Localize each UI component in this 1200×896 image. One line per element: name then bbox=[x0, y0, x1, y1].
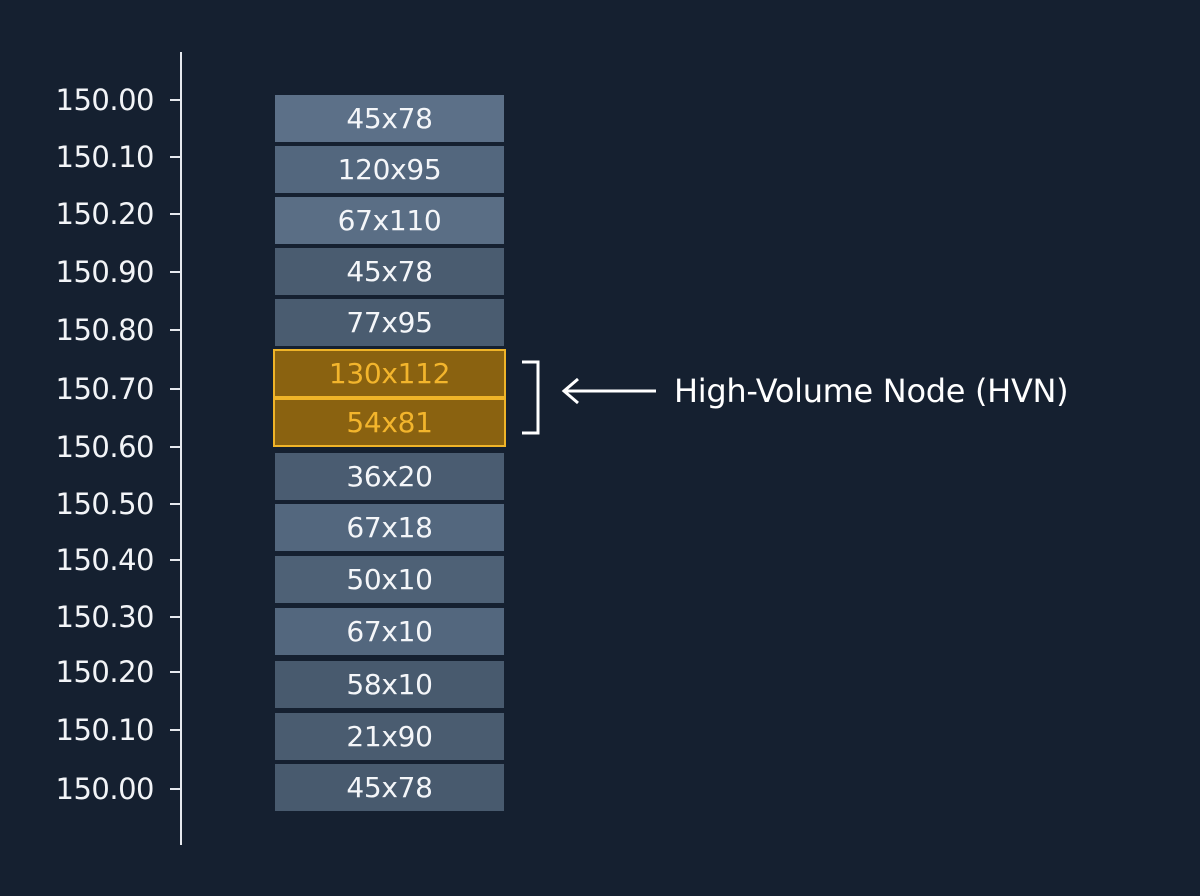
price-label: 150.00 bbox=[55, 83, 155, 117]
price-tick bbox=[170, 788, 182, 790]
price-label: 150.00 bbox=[55, 772, 155, 806]
price-tick bbox=[170, 559, 182, 561]
price-label: 150.20 bbox=[55, 655, 155, 689]
volume-cell: 45x78 bbox=[275, 248, 504, 295]
volume-cell: 120x95 bbox=[275, 146, 504, 193]
hvn-bracket bbox=[522, 360, 540, 435]
price-label: 150.10 bbox=[55, 140, 155, 174]
price-label: 150.10 bbox=[55, 713, 155, 747]
price-axis-line bbox=[180, 52, 182, 845]
volume-cell: 77x95 bbox=[275, 299, 504, 346]
price-tick bbox=[170, 213, 182, 215]
volume-cell: 50x10 bbox=[275, 556, 504, 603]
volume-cell: 67x18 bbox=[275, 504, 504, 551]
price-tick bbox=[170, 729, 182, 731]
volume-cell: 36x20 bbox=[275, 453, 504, 500]
price-label: 150.90 bbox=[55, 255, 155, 289]
hvn-cell: 130x112 bbox=[273, 349, 506, 398]
price-label: 150.60 bbox=[55, 430, 155, 464]
hvn-cell: 54x81 bbox=[273, 398, 506, 447]
price-label: 150.30 bbox=[55, 600, 155, 634]
price-label: 150.50 bbox=[55, 487, 155, 521]
price-label: 150.80 bbox=[55, 313, 155, 347]
price-tick bbox=[170, 271, 182, 273]
price-label: 150.20 bbox=[55, 197, 155, 231]
price-tick bbox=[170, 156, 182, 158]
price-tick bbox=[170, 446, 182, 448]
hvn-arrow-head bbox=[561, 377, 579, 405]
price-label: 150.70 bbox=[55, 372, 155, 406]
price-tick bbox=[170, 329, 182, 331]
price-label: 150.40 bbox=[55, 543, 155, 577]
volume-cell: 67x110 bbox=[275, 197, 504, 244]
hvn-annotation-label: High-Volume Node (HVN) bbox=[674, 372, 1069, 410]
price-tick bbox=[170, 671, 182, 673]
price-tick bbox=[170, 388, 182, 390]
volume-cell: 45x78 bbox=[275, 95, 504, 142]
volume-cell: 67x10 bbox=[275, 608, 504, 655]
price-tick bbox=[170, 503, 182, 505]
volume-cell: 58x10 bbox=[275, 661, 504, 708]
price-tick bbox=[170, 99, 182, 101]
volume-cell: 45x78 bbox=[275, 764, 504, 811]
price-tick bbox=[170, 616, 182, 618]
volume-cell: 21x90 bbox=[275, 713, 504, 760]
